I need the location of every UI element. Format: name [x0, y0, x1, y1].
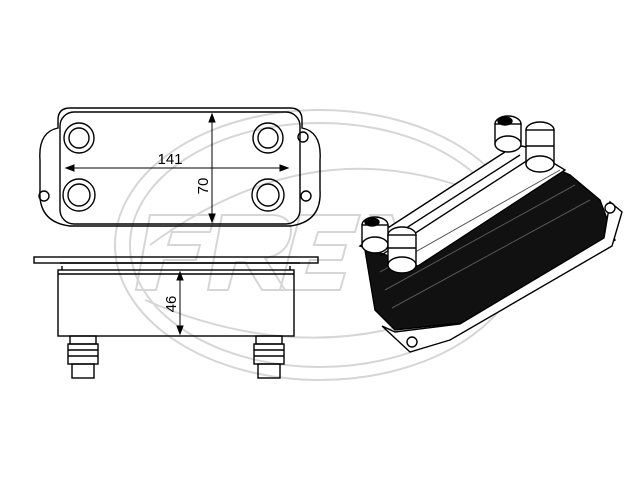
side-view-body [57, 269, 295, 337]
port-bottom-right [251, 178, 285, 212]
dimension-height-label: 70 [195, 178, 212, 195]
iso-base-flange [381, 200, 623, 353]
mount-hole-right-top [297, 131, 309, 143]
mount-hole-right [300, 190, 312, 202]
connector-left-side [67, 335, 99, 379]
iso-fitting-back-right [525, 121, 555, 173]
port-top-left [63, 122, 95, 154]
side-view [33, 256, 319, 379]
top-view-outline [39, 107, 321, 227]
isometric-view [358, 115, 623, 353]
connector-right-side [253, 335, 285, 379]
dimension-lines-top [64, 112, 290, 224]
top-view-core [59, 111, 301, 225]
port-bottom-left [62, 178, 96, 212]
dimension-width-label: 141 [157, 151, 182, 168]
mount-hole-left [38, 190, 50, 202]
port-top-right [252, 122, 284, 154]
iso-fitting-front-left [361, 216, 389, 254]
top-view [38, 107, 321, 227]
iso-fitting-back-left [494, 115, 522, 153]
iso-fitting-front-right [387, 226, 417, 274]
dimension-lines-side [176, 270, 184, 336]
dimension-thickness-label: 46 [163, 296, 180, 313]
